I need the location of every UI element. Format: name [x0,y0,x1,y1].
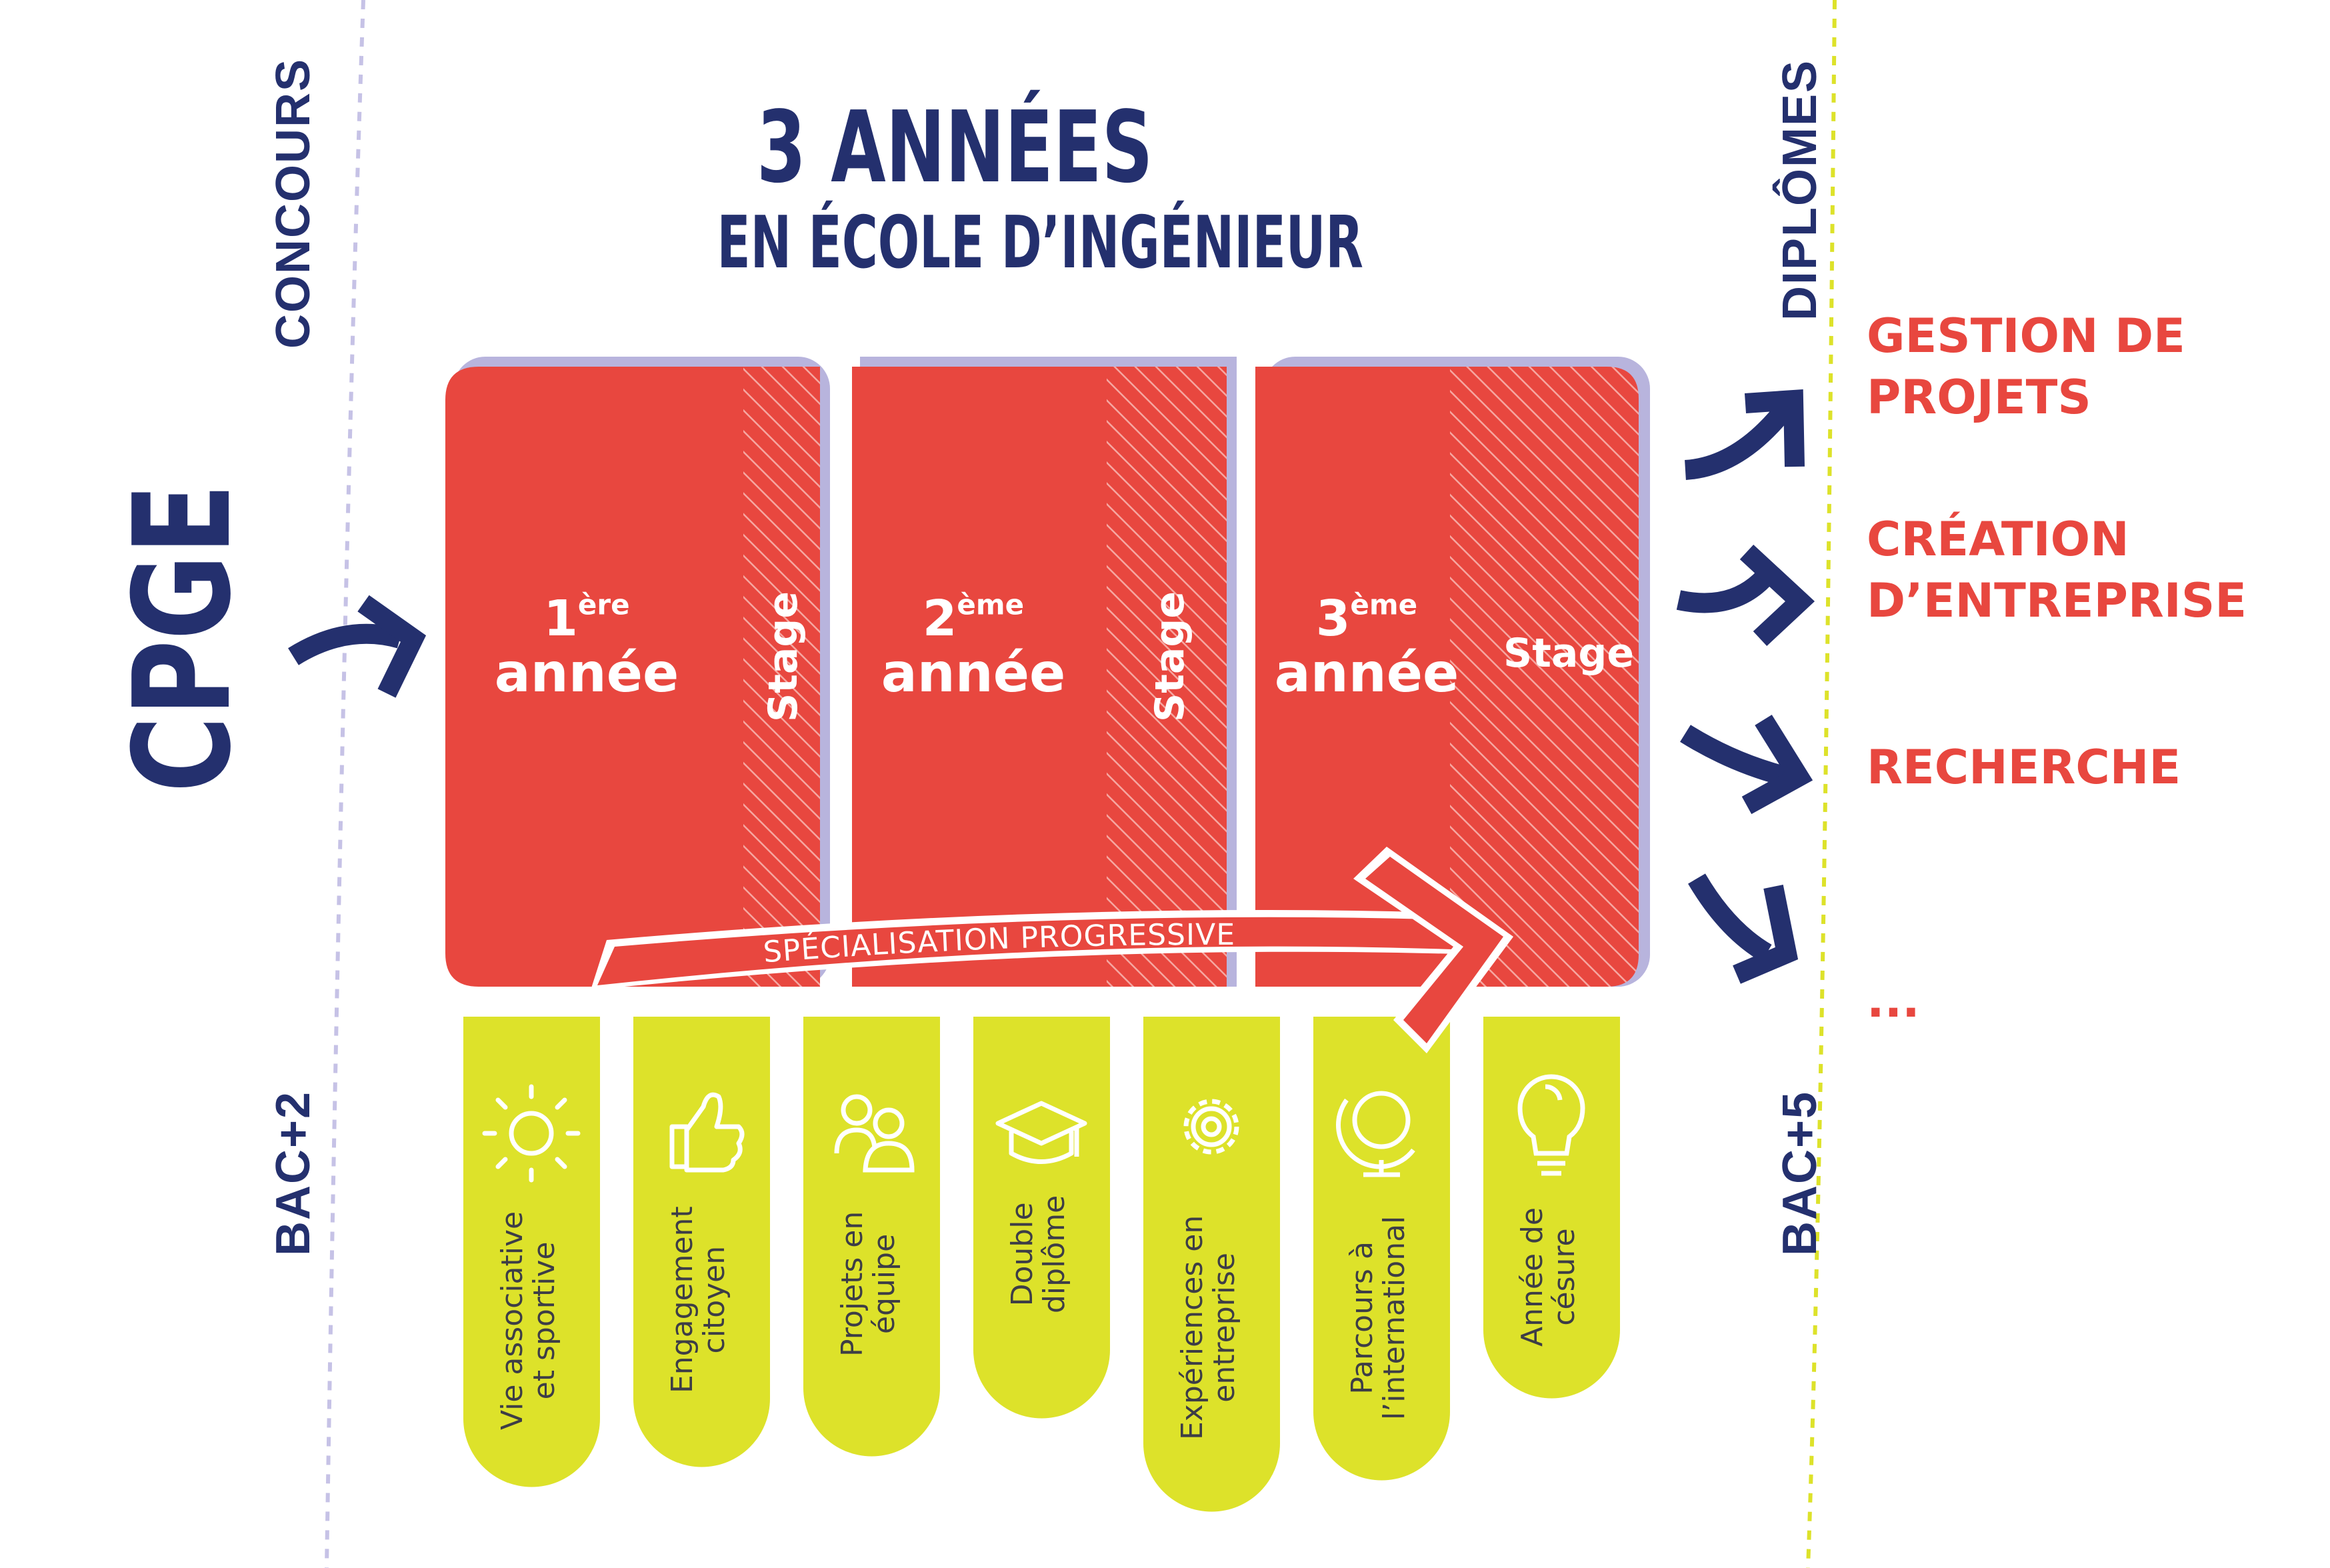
diplomes-label: DIPLÔMES [1773,59,1827,321]
graduation-cap-icon [995,1101,1087,1164]
year-label-1: 1ère année [494,588,679,704]
year-block-3 [1255,357,1650,987]
stage-label-1: Stage [760,591,807,723]
cpge-label: CPGE [105,483,261,793]
year-block-2 [852,357,1237,987]
bac-plus-2-label: BAC+2 [267,1090,320,1257]
title-line-1: 3 ANNÉES [757,90,1153,205]
stage-label-3: Stage [1503,630,1635,677]
people-icon [834,1094,915,1173]
exit-arrows [1676,389,1815,984]
thumbs-up-icon [669,1092,745,1173]
outcome-research: RECHERCHE [1867,740,2181,795]
title-line-2: EN ÉCOLE D’INGÉNIEUR [717,201,1363,285]
year-label-2: 2ème année [881,588,1066,704]
outcome-more: ... [1867,973,1920,1028]
activity-pills [463,1017,1620,1512]
globe-icon [1336,1091,1415,1177]
concours-label: CONCOURS [267,57,320,349]
year-block-1 [445,357,830,987]
lightbulb-icon [1517,1074,1585,1176]
right-dotted-line [1806,0,1837,1568]
entry-arrow [288,595,427,698]
stage-label-2: Stage [1147,591,1193,723]
specialisation-arrow [591,847,1513,1053]
sun-icon [482,1084,581,1183]
gear-icon [1183,1099,1239,1155]
left-dotted-line [325,0,365,1568]
year-label-3: 3ème année [1274,588,1459,704]
bac-plus-5-label: BAC+5 [1773,1090,1827,1257]
